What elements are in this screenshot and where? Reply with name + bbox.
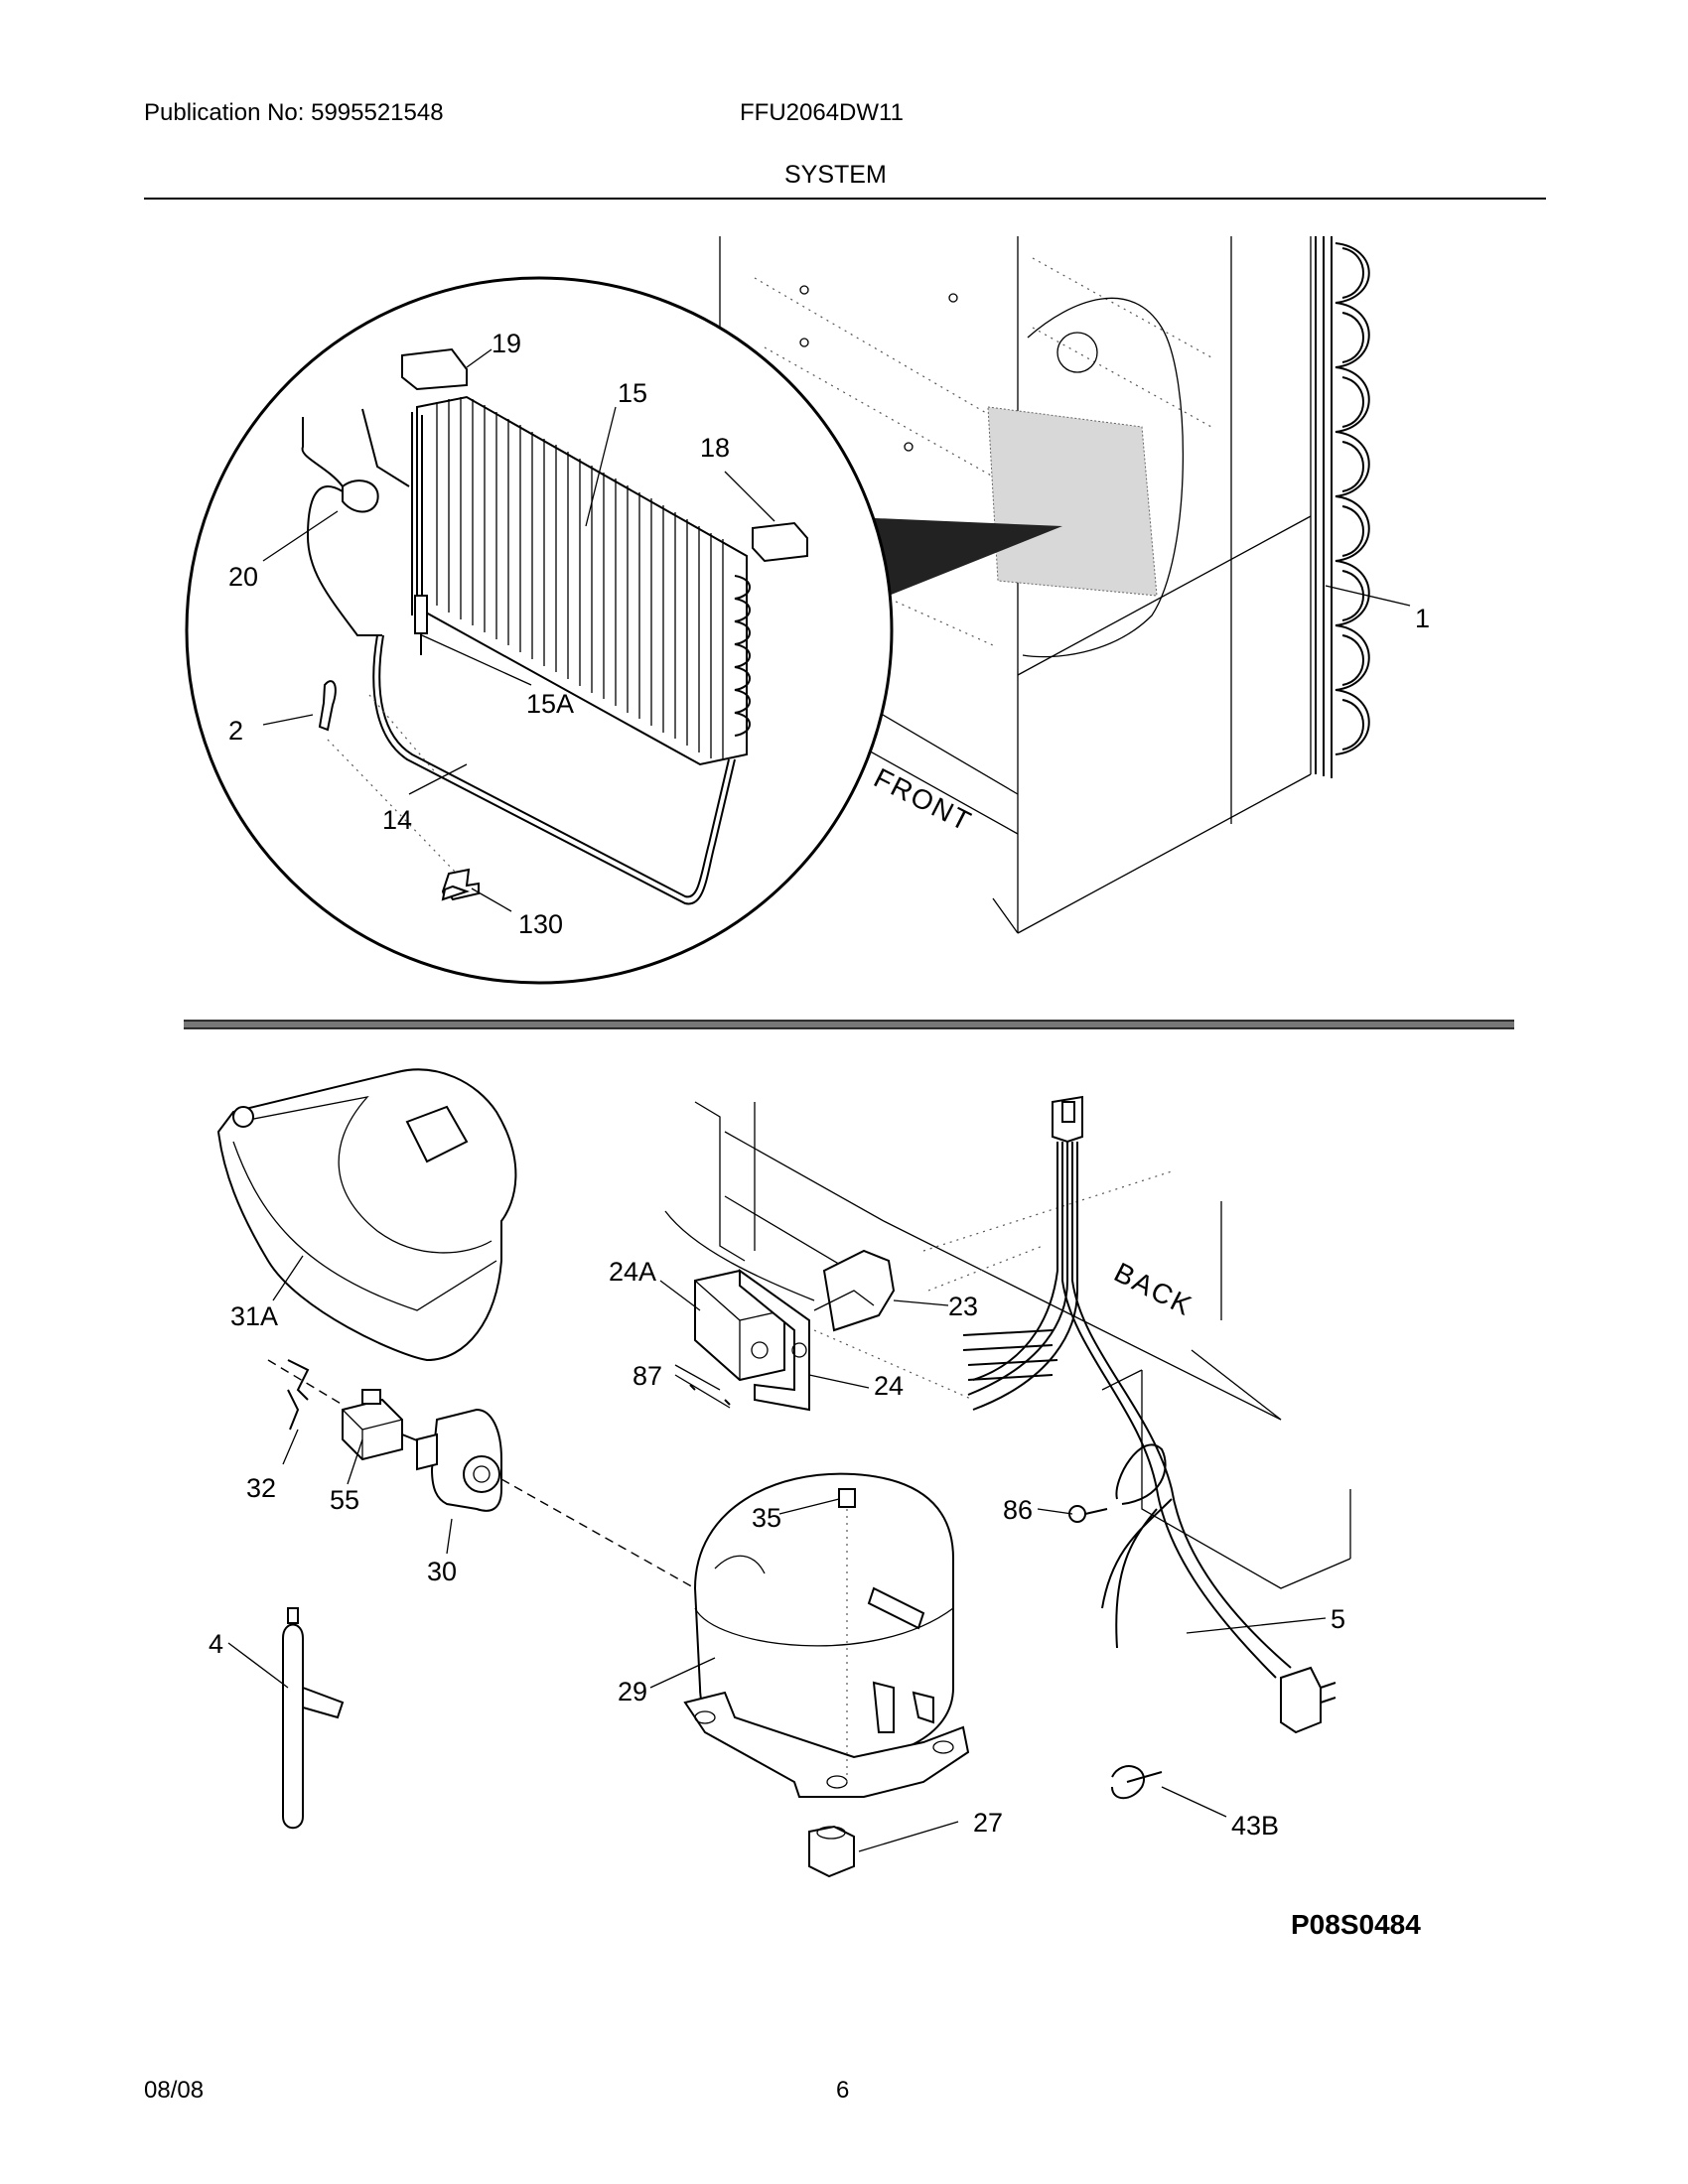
insulation-block-18 (752, 521, 808, 563)
callout-5: 5 (1331, 1604, 1345, 1634)
evaporator-opening (987, 406, 1158, 597)
callout-1: 1 (1415, 604, 1430, 633)
top-leader-lines (262, 348, 1411, 912)
drier-4 (282, 1607, 345, 1830)
condenser-coil (1315, 236, 1370, 778)
callout-27: 27 (973, 1808, 1003, 1838)
header-rule (144, 198, 1546, 200)
assembly-lines (267, 1245, 1044, 1787)
relay-55 (342, 1389, 428, 1461)
model-number: FFU2064DW11 (740, 99, 904, 126)
callout-24A: 24A (609, 1257, 656, 1287)
section-divider (184, 1020, 1514, 1029)
callout-15: 15 (618, 378, 647, 408)
clip-43B (1111, 1765, 1163, 1800)
front-marking: FRONT (869, 762, 977, 838)
cabinet-back-outline (664, 1101, 1351, 1589)
callout-19: 19 (492, 329, 521, 358)
bottom-leader-lines (227, 1255, 1327, 1852)
bracket-group (689, 1249, 896, 1412)
diagram-code: P08S0484 (1291, 1909, 1421, 1940)
page-number: 6 (836, 2077, 850, 2104)
clip-2 (318, 680, 337, 732)
callout-15A: 15A (526, 689, 574, 719)
clip-32 (287, 1359, 310, 1431)
callout-86: 86 (1003, 1495, 1033, 1525)
callout-32: 32 (246, 1473, 276, 1503)
compressor-29 (683, 1472, 970, 1798)
drain-tube-130 (441, 868, 480, 901)
callout-23: 23 (948, 1292, 978, 1321)
evaporator-15 (411, 395, 751, 766)
wire-harness (962, 1095, 1292, 1679)
callout-4: 4 (209, 1629, 223, 1659)
callout-29: 29 (618, 1677, 647, 1706)
ground-screw-86 (1068, 1443, 1167, 1523)
callout-20: 20 (228, 562, 258, 592)
footer-date: 08/08 (144, 2077, 205, 2104)
callout-130: 130 (518, 909, 563, 939)
callout-43B: 43B (1231, 1811, 1279, 1841)
power-cord-5 (1101, 1498, 1336, 1734)
callout-31A: 31A (230, 1301, 278, 1331)
callout-35: 35 (752, 1503, 781, 1533)
callout-30: 30 (427, 1557, 457, 1586)
callout-2: 2 (228, 716, 243, 746)
section-title: SYSTEM (784, 161, 887, 189)
tubing-14 (372, 634, 736, 905)
thermostat-20 (301, 408, 410, 636)
callout-55: 55 (330, 1485, 359, 1515)
insulation-block-19 (401, 347, 468, 391)
publication-number: Publication No: 5995521548 (144, 99, 444, 126)
grommet-27 (808, 1825, 855, 1878)
back-marking: BACK (1109, 1257, 1197, 1322)
callout-14: 14 (382, 805, 412, 835)
sensor-15A (414, 595, 428, 655)
callout-24: 24 (874, 1371, 904, 1401)
overload-30 (416, 1408, 502, 1512)
drain-pan-31A (216, 1068, 517, 1362)
callout-18: 18 (700, 433, 730, 463)
callout-87: 87 (633, 1361, 662, 1391)
